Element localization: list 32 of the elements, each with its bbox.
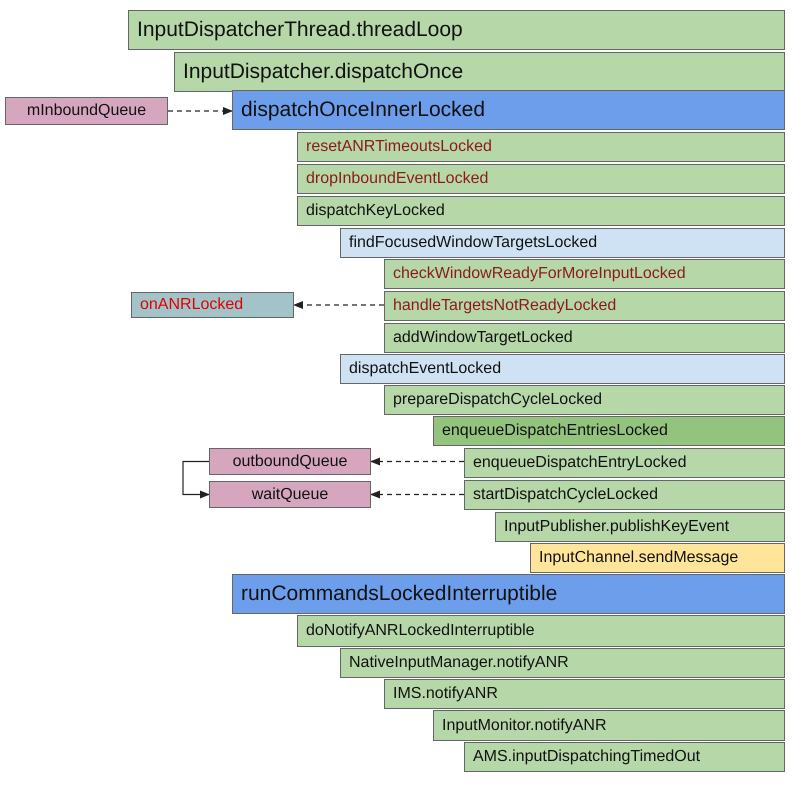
function-box: addWindowTargetLocked: [384, 323, 785, 353]
arrow: [370, 490, 464, 498]
function-box: runCommandsLockedInterruptible: [232, 574, 785, 614]
queue-box: mInboundQueue: [5, 97, 168, 125]
function-box: resetANRTimeoutsLocked: [297, 132, 785, 162]
function-box: findFocusedWindowTargetsLocked: [340, 228, 785, 258]
function-box: InputDispatcherThread.threadLoop: [128, 10, 785, 50]
function-box: startDispatchCycleLocked: [464, 480, 785, 510]
function-box: prepareDispatchCycleLocked: [384, 385, 785, 415]
function-box: dispatchEventLocked: [340, 354, 785, 384]
function-box: enqueueDispatchEntryLocked: [464, 448, 785, 478]
function-box: InputChannel.sendMessage: [530, 543, 785, 573]
arrow: [168, 107, 233, 115]
function-box: dispatchKeyLocked: [297, 196, 785, 226]
function-box: NativeInputManager.notifyANR: [340, 648, 785, 678]
function-box: dispatchOnceInnerLocked: [232, 90, 785, 130]
queue-box: waitQueue: [209, 481, 371, 508]
function-box: checkWindowReadyForMoreInputLocked: [384, 259, 785, 289]
function-box: InputMonitor.notifyANR: [433, 710, 785, 741]
function-box: dropInboundEventLocked: [297, 164, 785, 194]
queue-box: outboundQueue: [209, 448, 371, 475]
function-box: enqueueDispatchEntriesLocked: [433, 416, 785, 446]
function-box: AMS.inputDispatchingTimedOut: [464, 742, 785, 772]
function-box: handleTargetsNotReadyLocked: [384, 291, 785, 321]
function-box: doNotifyANRLockedInterruptible: [297, 615, 785, 647]
function-box: IMS.notifyANR: [384, 679, 785, 709]
arrow: [182, 460, 210, 498]
function-box: InputDispatcher.dispatchOnce: [174, 52, 785, 92]
function-box: onANRLocked: [131, 292, 294, 318]
function-box: InputPublisher.publishKeyEvent: [495, 512, 785, 542]
arrow: [293, 301, 384, 309]
arrow: [370, 458, 464, 466]
